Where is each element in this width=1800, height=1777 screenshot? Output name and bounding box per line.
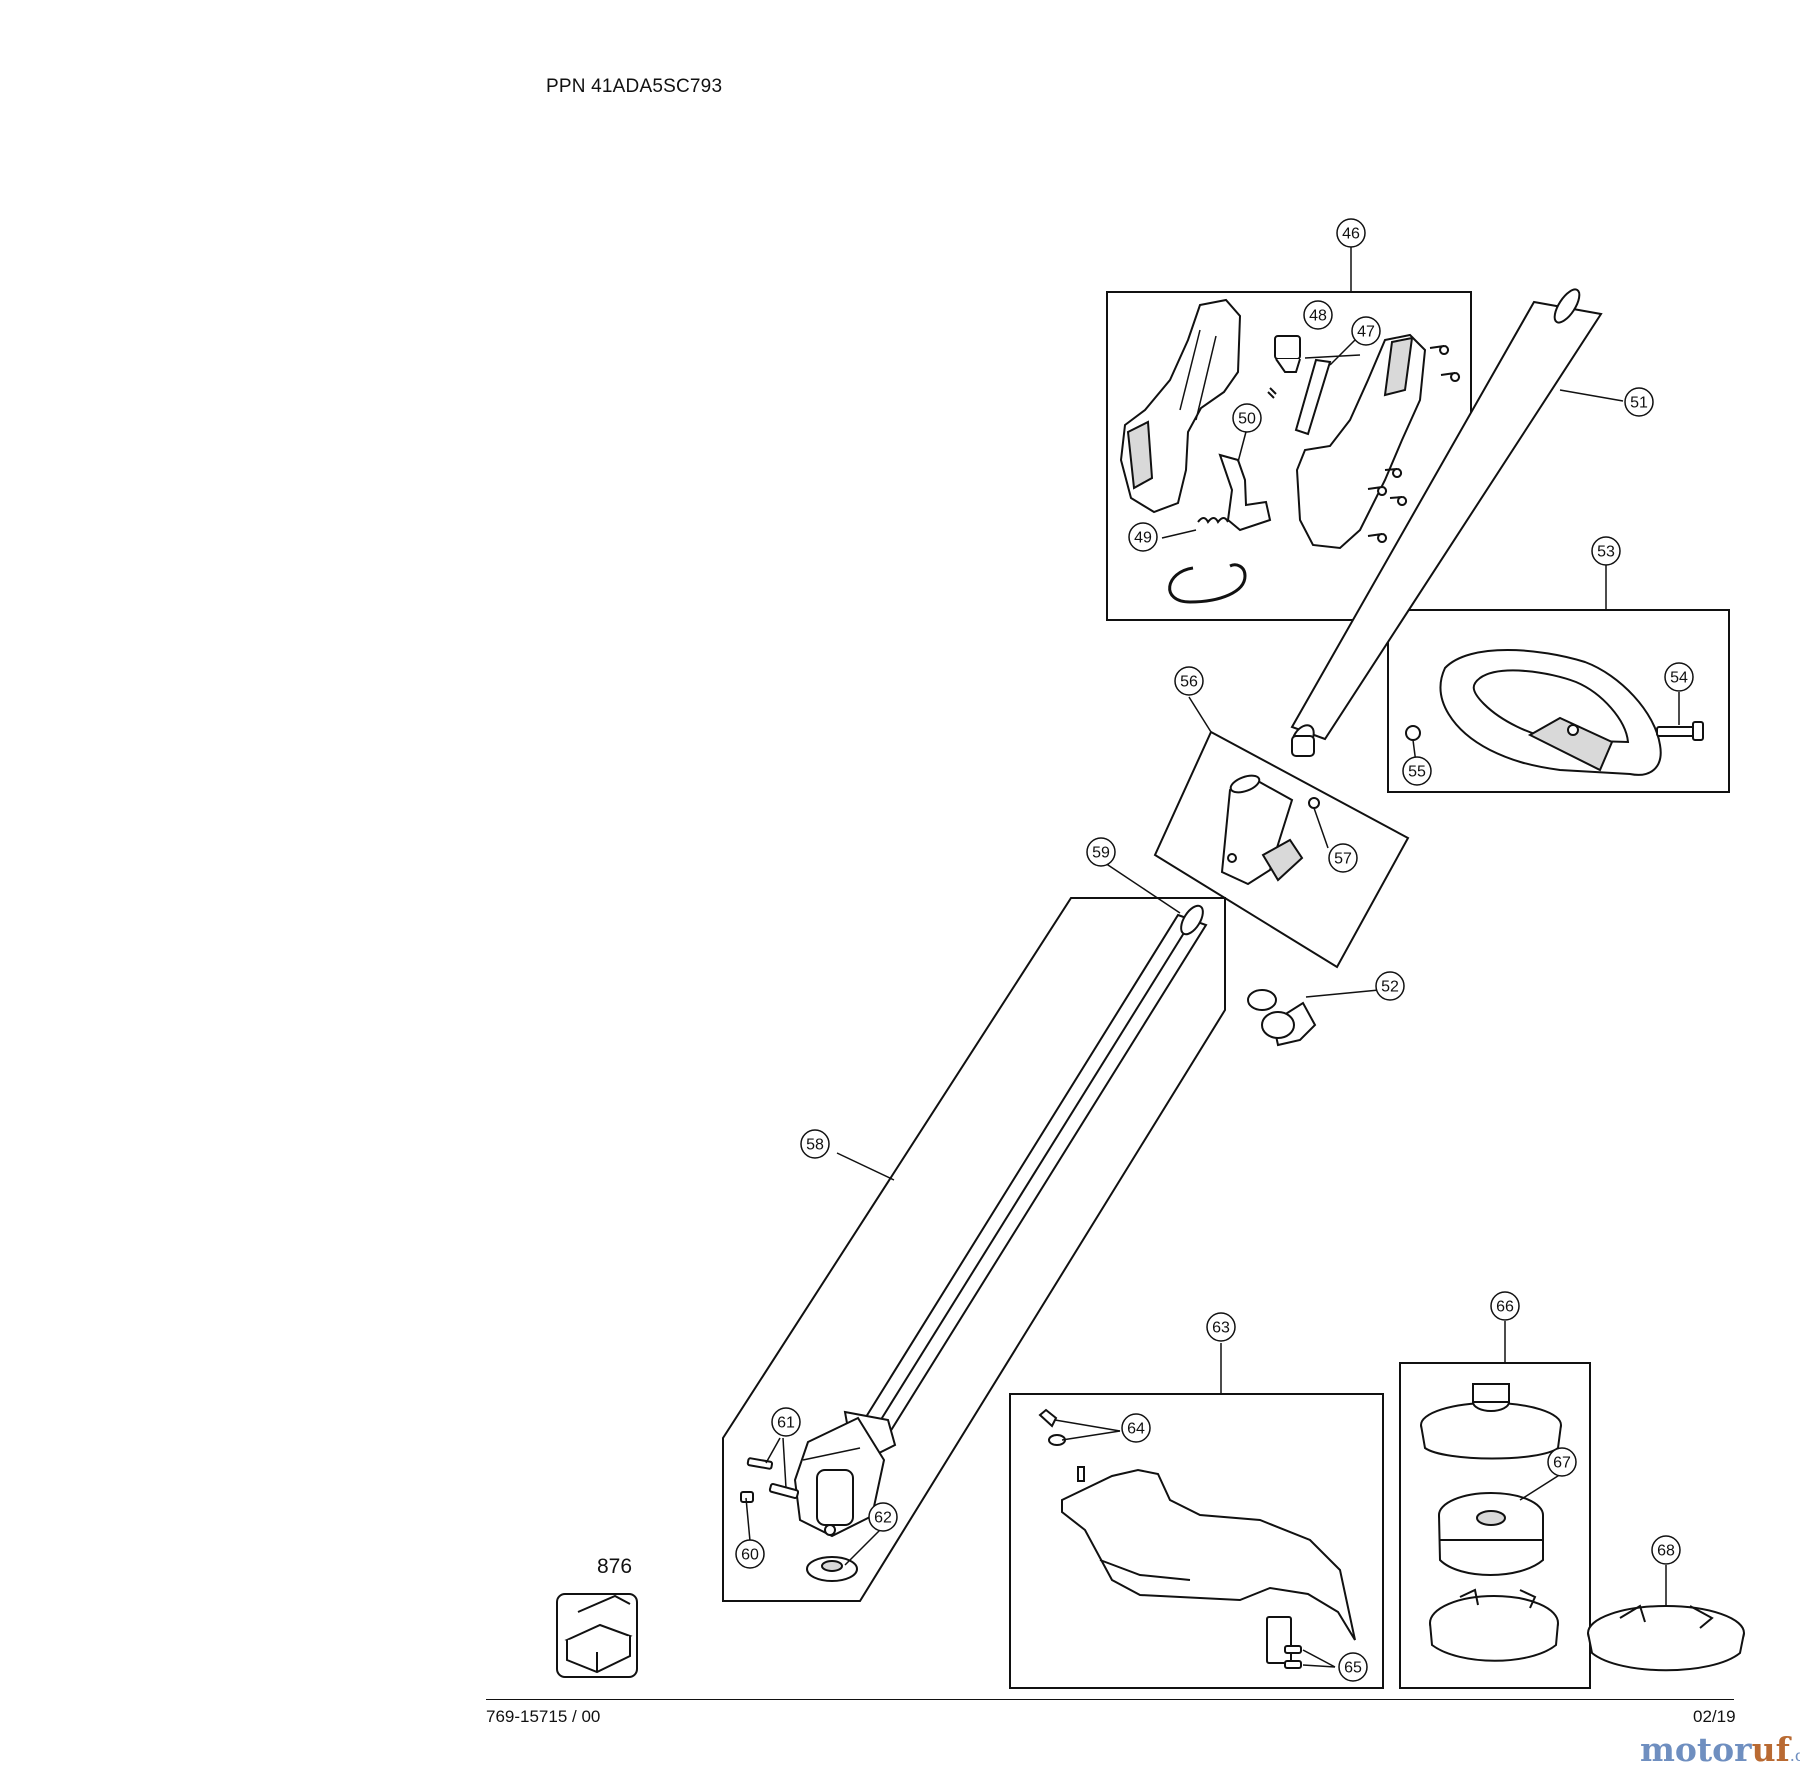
leader-lines (745, 247, 1680, 1668)
switch-part (1274, 335, 1301, 373)
callout-64-circle (1121, 1413, 1151, 1443)
spindle-washer-part (806, 1556, 858, 1582)
watermark-accent: uf (1751, 1730, 1790, 1769)
spool-cover-part (1420, 1383, 1562, 1460)
callout-58: 58 (806, 1137, 824, 1154)
callout-59-circle (1086, 837, 1116, 867)
callout-55: 55 (1408, 764, 1426, 781)
hardware-kit-icon (556, 1593, 638, 1678)
callout-68: 68 (1657, 1543, 1675, 1560)
revision-date: 02/19 (1693, 1707, 1736, 1726)
callout-62-circle (868, 1502, 898, 1532)
callout-63-circle (1206, 1312, 1236, 1342)
collar-part (1247, 989, 1317, 1047)
callout-51: 51 (1630, 395, 1648, 412)
callout-65-circle (1338, 1652, 1368, 1682)
group-box-58 (722, 897, 1226, 1602)
lower-shaft-part (793, 904, 1208, 1538)
lockout-part (1294, 358, 1332, 436)
callout-49-circle (1128, 522, 1158, 552)
callout-49: 49 (1134, 530, 1152, 547)
callout-57-circle (1328, 843, 1358, 873)
kit-number-label: 876 (597, 1555, 633, 1578)
callout-67-circle (1547, 1447, 1577, 1477)
callout-61-circle (771, 1407, 801, 1437)
group-box-56 (1153, 730, 1410, 969)
callout-52: 52 (1381, 979, 1399, 996)
watermark-tld: .de (1789, 1746, 1800, 1765)
callout-63: 63 (1212, 1320, 1230, 1337)
callout-61: 61 (777, 1415, 795, 1432)
callout-65: 65 (1344, 1660, 1362, 1677)
callout-62: 62 (874, 1510, 892, 1527)
callout-53-circle (1591, 536, 1621, 566)
callout-64: 64 (1127, 1421, 1145, 1438)
handle-housing-left-part (1119, 298, 1242, 514)
assist-handle-part (1439, 649, 1662, 776)
callout-48-circle (1303, 300, 1333, 330)
callout-59: 59 (1092, 845, 1110, 862)
spool-cap-part (1587, 1604, 1745, 1672)
ppn-label: PPN 41ADA5SC793 (546, 76, 723, 97)
wing-nut-part (1038, 1408, 1085, 1482)
watermark-main: motor (1640, 1730, 1752, 1769)
coupler-nut-part (1308, 797, 1320, 809)
callout-66-circle (1490, 1291, 1520, 1321)
clip-ring-part (1168, 563, 1247, 604)
nut-part (1405, 725, 1421, 741)
callout-48: 48 (1309, 308, 1327, 325)
callout-56-circle (1174, 666, 1204, 696)
spool-part (1438, 1492, 1544, 1576)
callout-47: 47 (1357, 324, 1375, 341)
debris-guard-part (1061, 1468, 1356, 1641)
callout-50: 50 (1238, 411, 1256, 428)
callout-60: 60 (741, 1547, 759, 1564)
callout-60-circle (735, 1539, 765, 1569)
callout-55-circle (1402, 756, 1432, 786)
handle-housing-right-part (1295, 333, 1427, 550)
group-box-66 (1399, 1362, 1591, 1689)
handle-screws (1367, 345, 1461, 543)
callout-53: 53 (1597, 544, 1615, 561)
upper-shaft-part (1290, 288, 1603, 757)
group-box-63 (1009, 1393, 1384, 1689)
shaft-coupler-part (1220, 774, 1304, 886)
callout-52-circle (1375, 971, 1405, 1001)
callout-46: 46 (1342, 226, 1360, 243)
callout-57: 57 (1334, 851, 1352, 868)
blade-bracket-part (1266, 1616, 1302, 1669)
trigger-part (1218, 453, 1272, 532)
gearbox-screws (740, 1457, 800, 1503)
spool-housing-part (1429, 1588, 1559, 1662)
callout-51-circle (1624, 387, 1654, 417)
callout-46-circle (1336, 218, 1366, 248)
callout-50-circle (1232, 403, 1262, 433)
callout-54: 54 (1670, 670, 1688, 687)
watermark-logo: motoruf.de (1640, 1730, 1800, 1769)
spring-part (1197, 387, 1277, 524)
bolt-part (1656, 721, 1704, 741)
callout-56: 56 (1180, 674, 1198, 691)
callout-68-circle (1651, 1535, 1681, 1565)
callout-66: 66 (1496, 1299, 1514, 1316)
callout-54-circle (1664, 662, 1694, 692)
document-number: 769-15715 / 00 (486, 1707, 601, 1726)
footer-rule (486, 1699, 1734, 1700)
group-box-53 (1387, 609, 1730, 793)
callout-58-circle (800, 1129, 830, 1159)
callout-67: 67 (1553, 1455, 1571, 1472)
callout-47-circle (1351, 316, 1381, 346)
